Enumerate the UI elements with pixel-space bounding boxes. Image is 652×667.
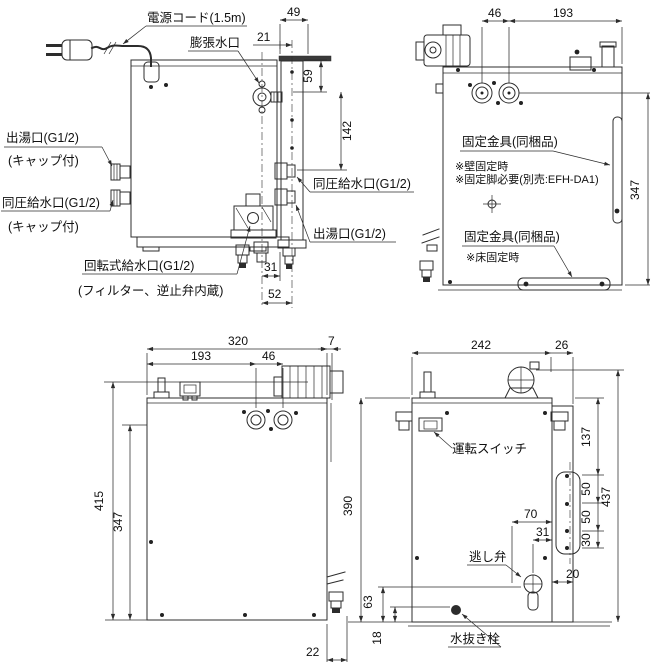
wall-bracket-side — [555, 462, 581, 564]
top-plate-parts — [569, 41, 617, 71]
dim-31: 31 — [264, 260, 278, 274]
dim-137: 137 — [579, 427, 593, 447]
v3-dimensions: 320 193 46 7 415 347 22 — [92, 334, 348, 663]
dim-52: 52 — [268, 287, 282, 301]
dim-70: 70 — [524, 507, 538, 521]
rear-panel-strip — [274, 40, 332, 308]
side-valve-parts — [419, 228, 440, 282]
left-ports — [110, 163, 131, 207]
rotary-inlet-label: 回転式給水口(G1/2) — [84, 259, 194, 273]
rotary-inlet-note: (フィルター、逆止弁内蔵) — [78, 283, 223, 298]
drain-plug-label: 水抜き栓 — [450, 631, 501, 646]
dim-21: 21 — [257, 30, 271, 44]
floor-fix-note: ※床固定時 — [466, 250, 519, 264]
side-port-fittings — [395, 411, 569, 431]
drain-plug — [451, 605, 461, 615]
v2-labels: 固定金具(同梱品) ※壁固定時 ※固定脚必要(別売:EFH-DA1) 固定金具(… — [455, 134, 611, 278]
wall-bracket — [612, 116, 623, 224]
outlet-left-note: (キャップ付) — [8, 154, 79, 168]
dim-193-b: 193 — [191, 349, 211, 363]
dim-50a: 50 — [579, 482, 593, 496]
rotary-inlet-valve — [230, 193, 277, 268]
dim-347: 347 — [628, 180, 642, 200]
dim-49: 49 — [287, 5, 301, 19]
dim-31-b: 31 — [536, 525, 550, 539]
run-switch — [418, 417, 443, 432]
unit-body-outline — [130, 59, 290, 252]
view-side-right: 242 26 137 50 50 30 437 70 — [341, 338, 624, 648]
expansion-port-label: 膨張水口 — [190, 36, 240, 50]
dim-46-b: 46 — [262, 349, 276, 363]
v4-labels: 運転スイッチ 逃し弁 水抜き栓 — [433, 431, 527, 648]
outlet-left-label: 出湯口(G1/2) — [6, 131, 79, 145]
dim-437: 437 — [599, 487, 613, 507]
inlet-left-label: 同圧給水口(G1/2) — [2, 196, 100, 210]
dim-30: 30 — [579, 533, 593, 547]
center-mark — [483, 195, 501, 213]
floor-bracket — [517, 277, 611, 291]
expansion-fitting — [252, 52, 283, 308]
port-caps — [468, 81, 523, 105]
ball-valve-top — [419, 361, 540, 399]
power-cord-label: 電源コード(1.5m) — [147, 11, 246, 25]
floor-bracket-label: 固定金具(同梱品) — [464, 229, 560, 244]
inlet-right-label: 同圧給水口(G1/2) — [313, 177, 411, 191]
v1-labels: 電源コード(1.5m) 膨張水口 出湯口(G1/2) (キャップ付) 同圧給水口… — [1, 11, 414, 298]
dim-59: 59 — [301, 69, 315, 83]
unit-body-outline-4 — [348, 397, 612, 627]
v2-dimensions: 46 193 347 — [481, 6, 651, 286]
dim-7: 7 — [328, 334, 335, 348]
dim-26: 26 — [555, 338, 569, 352]
port-caps-3 — [242, 409, 298, 431]
power-plug — [46, 39, 160, 89]
dim-50b: 50 — [579, 510, 593, 524]
dim-63: 63 — [361, 595, 375, 609]
unit-body-outline-3 — [104, 381, 332, 621]
dim-142: 142 — [340, 121, 354, 141]
dim-320: 320 — [228, 334, 248, 348]
dim-46: 46 — [488, 6, 502, 20]
run-switch-label: 運転スイッチ — [452, 442, 527, 456]
dim-20: 20 — [566, 567, 580, 581]
view-side-left: 49 21 59 142 31 52 電源コード(1.5m) 膨張水口 出湯口 — [1, 5, 414, 308]
dim-22: 22 — [306, 645, 320, 659]
relief-valve-label: 逃し弁 — [469, 549, 507, 564]
dim-18: 18 — [370, 631, 384, 645]
view-front: 320 193 46 7 415 347 22 — [92, 334, 348, 663]
dim-390: 390 — [341, 496, 355, 516]
view-front-brackets: 46 193 347 固定金具(同梱品) ※壁固定時 ※固定脚必要(別売:EFH… — [415, 6, 651, 291]
pump-assembly — [415, 24, 471, 67]
wall-bracket-label: 固定金具(同梱品) — [462, 134, 558, 149]
dim-193: 193 — [553, 6, 573, 20]
wall-fix-note-2: ※固定脚必要(別売:EFH-DA1) — [455, 172, 599, 186]
relief-drain-side — [326, 571, 346, 613]
relief-valve — [523, 574, 543, 611]
v1-dimensions: 49 21 59 142 31 52 — [253, 5, 354, 306]
v4-dimensions: 242 26 137 50 50 30 437 70 — [341, 338, 624, 645]
outlet-right-label: 出湯口(G1/2) — [313, 227, 386, 241]
motor-assembly — [273, 365, 344, 399]
dim-415: 415 — [92, 491, 106, 511]
dim-242: 242 — [471, 338, 491, 352]
wall-fix-note-1: ※壁固定時 — [455, 159, 508, 173]
top-plate-parts-3 — [153, 377, 201, 401]
dim-347-b: 347 — [111, 512, 125, 532]
inlet-left-note: (キャップ付) — [8, 220, 79, 234]
